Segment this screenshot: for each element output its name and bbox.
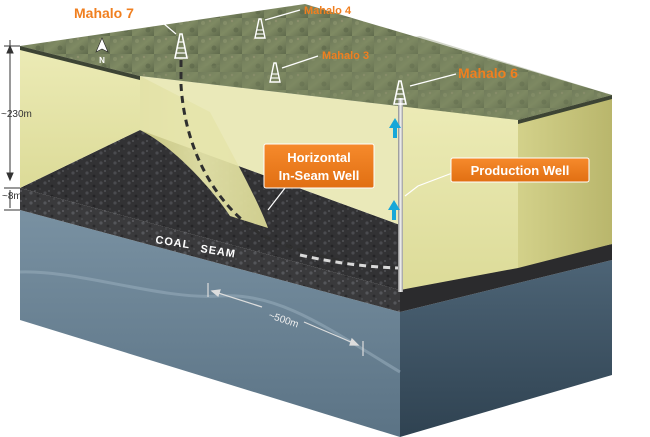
coal-seam-top	[20, 130, 518, 290]
seam-thickness-label: ~8m	[2, 191, 22, 202]
north-label: N	[99, 56, 105, 65]
derrick-icon	[174, 33, 188, 59]
horizontal-well-path	[179, 60, 399, 270]
coal-label: COAL	[155, 234, 192, 251]
seam-label: SEAM	[200, 243, 237, 260]
derrick-icon	[254, 18, 266, 39]
north-arrow-icon: N	[95, 37, 109, 65]
overburden-front-right	[400, 105, 518, 290]
overburden-depth-label: ~230m	[1, 109, 32, 120]
mahalo6-label: Mahalo 6	[458, 65, 518, 81]
derrick-icon	[269, 62, 281, 83]
horizontal-callout-line2: In-Seam Well	[279, 168, 360, 183]
flow-arrow-icon	[388, 200, 400, 220]
coal-front-face	[20, 188, 400, 312]
basement-wave-line	[19, 270, 401, 374]
length-dimension	[207, 283, 364, 356]
flow-arrow-icon	[389, 118, 401, 138]
ground-surface	[20, 4, 612, 124]
derrick-icon	[393, 80, 407, 105]
basement-front-face	[20, 210, 400, 437]
production-well-callout: Production Well	[450, 157, 590, 183]
mahalo4-label: Mahalo 4	[304, 5, 352, 17]
basement-layer	[19, 210, 612, 437]
production-wellbore	[398, 98, 403, 292]
depth-dimensions	[4, 40, 20, 211]
coal-seam-top-shade	[20, 130, 518, 290]
overburden-front-left	[20, 46, 140, 188]
mahalo7-label: Mahalo 7	[74, 5, 134, 21]
surface-front-edge	[20, 46, 140, 80]
surface-right-edge	[518, 95, 612, 124]
label-pointers	[149, 9, 457, 211]
coal-side-face	[400, 244, 612, 312]
production-callout-label: Production Well	[471, 163, 570, 178]
horizontal-callout-line1: Horizontal	[287, 150, 351, 165]
horizontal-well-lateral	[299, 253, 399, 270]
coal-seam-layer	[20, 188, 612, 312]
surface-top	[20, 4, 612, 120]
surface-overlay	[140, 36, 612, 120]
horizontal-well-callout: Horizontal In-Seam Well	[263, 143, 375, 189]
mahalo3-label: Mahalo 3	[322, 50, 369, 62]
basement-side-face	[400, 260, 612, 437]
